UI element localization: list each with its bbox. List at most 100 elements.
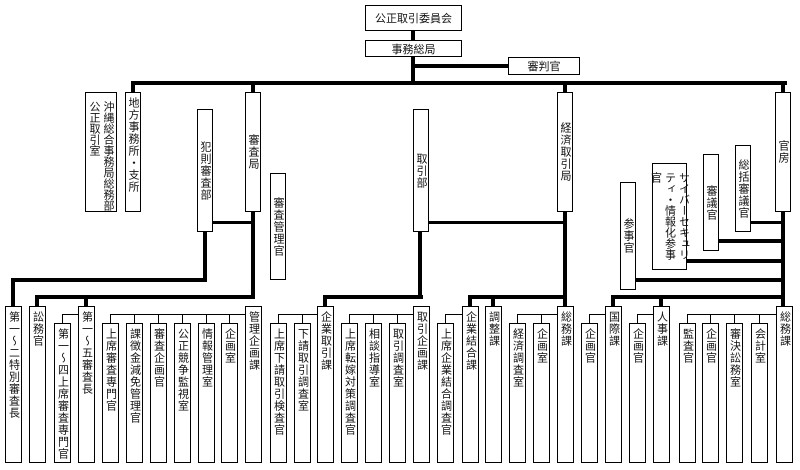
connector-line	[611, 297, 615, 306]
connector-line	[637, 314, 654, 315]
unit-box: 企画官	[702, 323, 719, 463]
connector-line	[84, 297, 88, 306]
unit-box: 取引企画課	[413, 306, 430, 463]
connector-line	[203, 232, 207, 280]
connector-line	[397, 314, 398, 323]
connector-line	[131, 81, 787, 85]
counselor-box: 参事官	[620, 182, 636, 290]
unit-box: 訟務官	[29, 306, 46, 463]
unit-box: 相談指導室	[365, 323, 382, 463]
criminal-investigation-dept-box: 犯則審査部	[197, 109, 213, 232]
unit-box: 第一～二特別審査長	[5, 306, 22, 463]
unit-box: 審査企画官	[150, 323, 167, 463]
connector-line	[491, 297, 495, 306]
unit-box: 企画官	[581, 323, 598, 463]
connector-line	[134, 314, 135, 323]
connector-line	[759, 314, 760, 323]
connector-line	[589, 314, 606, 315]
connector-line	[278, 314, 279, 323]
connector-line	[206, 314, 207, 323]
connector-line	[278, 314, 318, 315]
connector-line	[212, 221, 255, 224]
unit-box: 企画官	[629, 323, 646, 463]
connector-line	[611, 295, 785, 299]
connector-line	[563, 83, 567, 92]
unit-box: 企業結合課	[462, 306, 479, 463]
connector-line	[563, 212, 567, 306]
unit-box: 下請取引調査室	[294, 323, 311, 463]
connector-line	[517, 314, 558, 315]
connector-line	[62, 314, 79, 315]
commission-box: 公正取引委員会	[365, 5, 462, 31]
unit-box: 第一～四上席審査専門官	[54, 323, 71, 463]
connector-line	[158, 314, 159, 323]
connector-line	[182, 314, 183, 323]
connector-line	[411, 64, 510, 68]
unit-box: 人事課	[653, 306, 670, 463]
connector-line	[349, 314, 350, 323]
connector-line	[589, 314, 590, 323]
unit-box: 上席転嫁対策調査官	[341, 323, 358, 463]
connector-line	[445, 314, 446, 323]
unit-box: 公正競争監視室	[174, 323, 191, 463]
okinawa-office-box: 沖縄総合事務局総務部公正取引室	[85, 92, 117, 212]
unit-box: 国際課	[605, 306, 622, 463]
investigation-bureau-box: 審査局	[245, 92, 261, 212]
connector-line	[411, 31, 415, 40]
unit-box: 審決訟務室	[726, 323, 743, 463]
connector-line	[781, 212, 785, 306]
connector-line	[687, 314, 777, 315]
secretariat-box: 事務総局	[365, 40, 462, 57]
unit-box: 上席審査専門官	[102, 323, 119, 463]
unit-box: 企画室	[221, 323, 238, 463]
connector-line	[35, 295, 255, 299]
chief-deliberation-box: 総括審議官	[735, 145, 751, 232]
connector-line	[131, 83, 135, 92]
unit-box: 上席下請取引検査官	[270, 323, 287, 463]
connector-line	[229, 314, 230, 323]
unit-box: 課徴金減免管理官	[126, 323, 143, 463]
unit-box: 総務課	[557, 306, 574, 463]
connector-line	[634, 278, 785, 282]
connector-line	[659, 297, 663, 306]
regional-office-box: 地方事務所・支所	[125, 92, 141, 212]
connector-line	[517, 314, 518, 323]
economic-affairs-bureau-box: 経済取引局	[557, 92, 573, 212]
connector-line	[710, 314, 711, 323]
connector-line	[427, 221, 567, 224]
connector-line	[323, 297, 327, 306]
connector-line	[411, 57, 415, 83]
connector-line	[62, 314, 63, 323]
connector-line	[541, 314, 542, 323]
connector-line	[716, 239, 785, 243]
connector-line	[349, 314, 414, 315]
hearing-examiner-box: 審判官	[508, 57, 580, 75]
unit-box: 取引調査室	[389, 323, 406, 463]
unit-box: 第一～五審査長	[78, 306, 95, 463]
connector-line	[468, 295, 567, 299]
connector-line	[418, 232, 422, 297]
connector-line	[251, 212, 255, 297]
secretariat-office-box: 官房	[775, 92, 791, 212]
deliberation-councillor-box: 審議官	[703, 154, 719, 251]
investigation-management-box: 審査管理官	[270, 173, 286, 280]
cyber-counselor-box: サイバーセキュリティ・情報化参事官	[650, 163, 691, 270]
connector-line	[323, 295, 423, 299]
connector-line	[781, 83, 785, 92]
connector-line	[373, 314, 374, 323]
connector-line	[445, 314, 463, 315]
unit-box: 上席企業結合調査官	[437, 323, 454, 463]
connector-line	[750, 221, 785, 224]
connector-line	[11, 278, 207, 282]
connector-line	[685, 259, 785, 263]
unit-box: 情報管理室	[198, 323, 215, 463]
connector-line	[35, 297, 39, 306]
trade-dept-box: 取引部	[413, 109, 429, 232]
unit-box: 企業取引課	[317, 306, 334, 463]
unit-box: 企画室	[533, 323, 550, 463]
connector-line	[11, 280, 15, 306]
unit-box: 経済調査室	[509, 323, 526, 463]
connector-line	[251, 83, 255, 92]
unit-box: 監査官	[679, 323, 696, 463]
connector-line	[734, 314, 735, 323]
